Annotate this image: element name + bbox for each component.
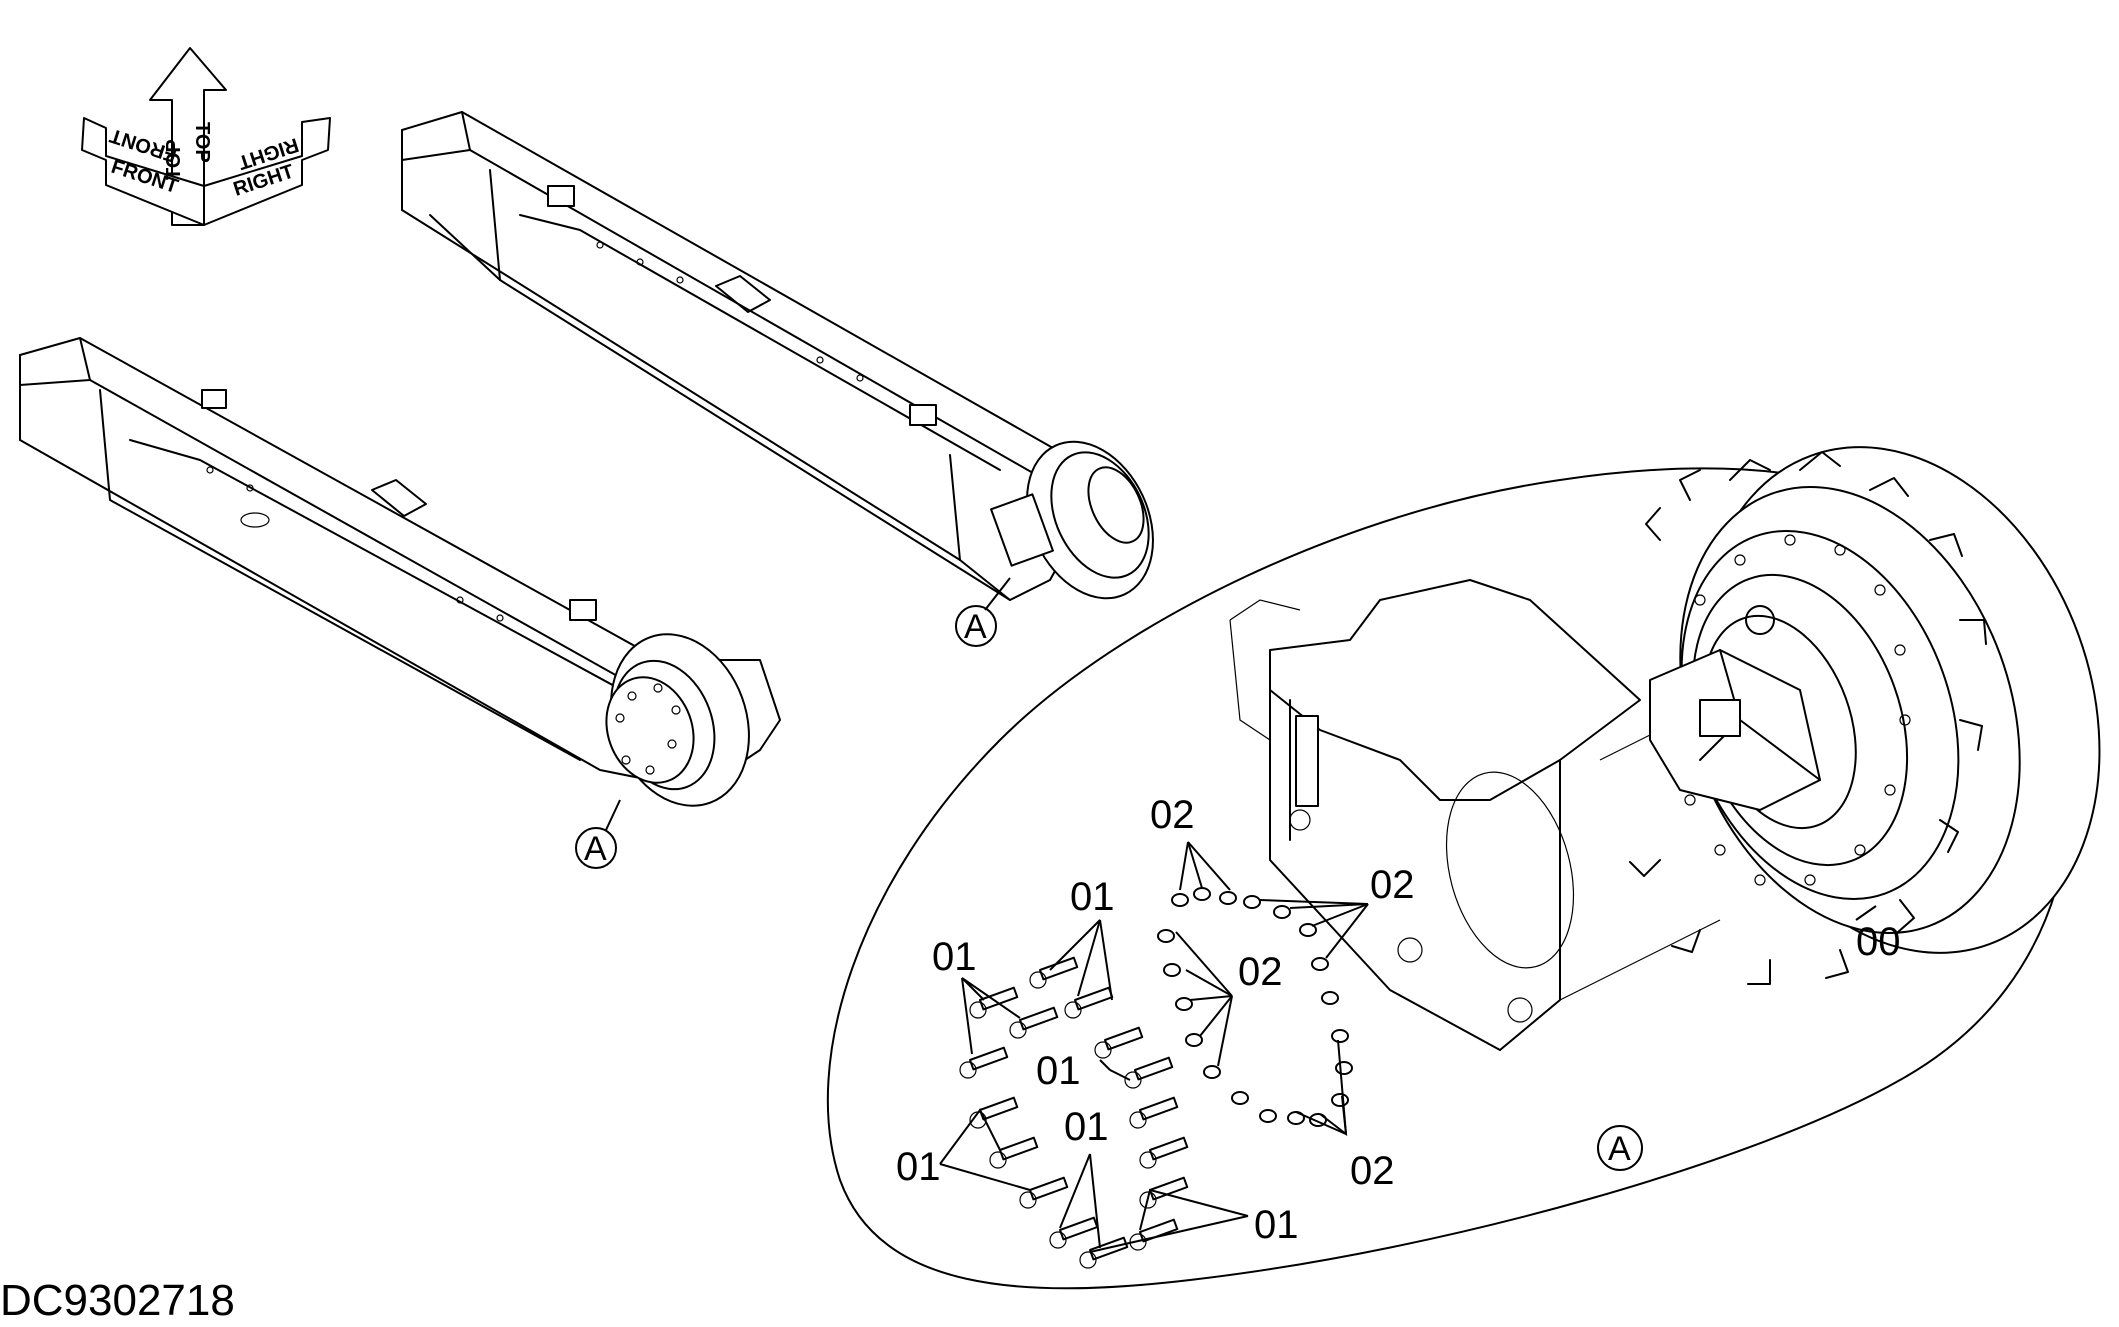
detail-marker-upper-label: A [964,608,987,646]
orientation-indicator: FRONT FRONT TOP TOP RIGHT RIGHT [81,47,331,226]
callout-01-middle: 01 [1036,1049,1081,1093]
track-frame-upper [401,111,1091,601]
detail-marker-upper: A [955,577,1011,647]
detail-marker-lower-label: A [584,830,607,868]
track-frame-lower [19,337,781,791]
orientation-top-label: TOP [191,122,213,163]
callout-01-top: 01 [1070,875,1115,919]
detail-marker-lower: A [575,799,621,869]
callout-02-right: 02 [1370,863,1415,907]
sprocket-lower [605,633,750,807]
callout-labels: 00 02 02 02 02 01 01 01 01 01 01 [896,793,1901,1247]
washer-group [1157,887,1353,1127]
detail-view-a: A [826,446,2101,1290]
detail-marker-bubble: A [1597,1125,1643,1171]
callout-01-lower-middle: 01 [1064,1105,1109,1149]
callout-01-left-top: 01 [932,935,977,979]
detail-marker-bubble-label: A [1608,1130,1631,1168]
callout-02-bottom: 02 [1350,1149,1395,1193]
leader-lines [939,841,1877,1253]
callout-02-middle: 02 [1238,950,1283,994]
callout-00: 00 [1856,920,1901,964]
callout-01-bottom-right: 01 [1254,1203,1299,1247]
travel-motor-sprocket [1629,446,2101,985]
callout-01-left-bottom: 01 [896,1145,941,1189]
figure-id: DC9302718 [0,1276,235,1322]
orientation-top-label-mirror: TOP [163,139,185,180]
sprocket-upper [990,440,1154,600]
callout-02-top: 02 [1150,793,1195,837]
bolt-group [959,956,1189,1269]
